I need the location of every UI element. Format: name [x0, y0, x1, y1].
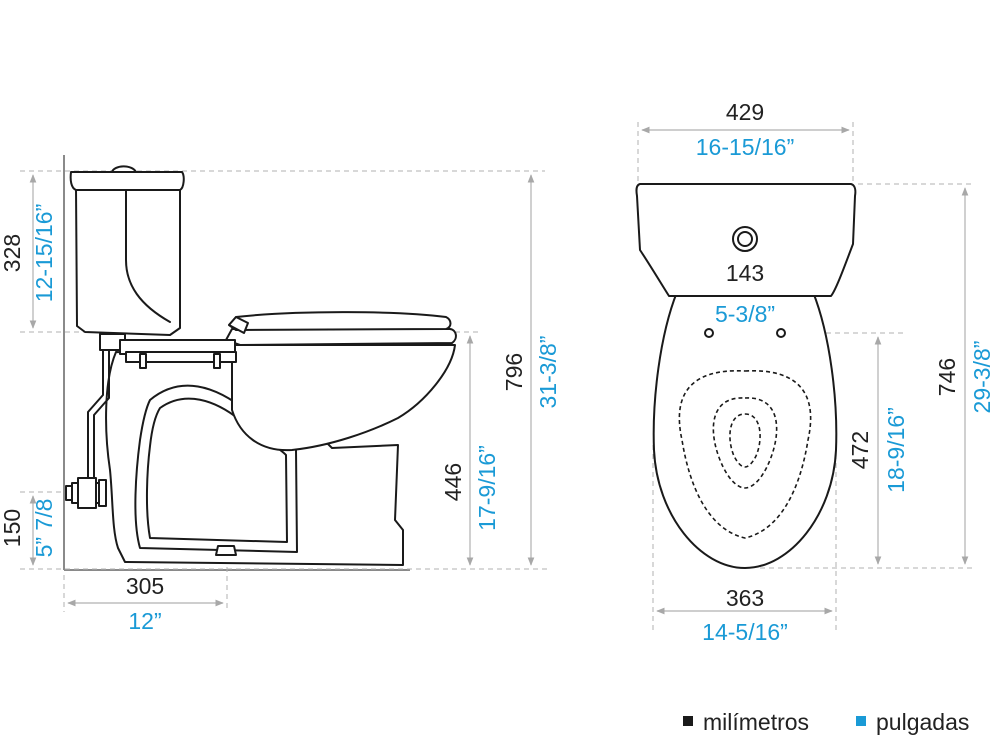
total-depth-inch: 29-3/8” [969, 341, 995, 414]
inch-legend-swatch [856, 716, 866, 726]
mm-legend-swatch [683, 716, 693, 726]
rough-in-mm: 305 [126, 573, 164, 599]
toilet-top-outline [635, 183, 857, 569]
supply-height-mm: 150 [0, 509, 25, 547]
supply-height-inch: 5” 7/8 [31, 499, 57, 558]
total-height-inch: 31-3/8” [535, 336, 561, 409]
top-view: 429 16-15/16” 143 5-3/8” 746 29-3/8” 472… [635, 99, 995, 645]
bowl-depth-mm: 472 [847, 431, 873, 469]
seat-height-inch: 17-9/16” [474, 445, 500, 531]
hinge-hole-right-icon [776, 328, 786, 338]
side-view: 328 12-15/16” 150 5” 7/8 796 31-3/8” 446… [0, 155, 561, 634]
seat-height-mm: 446 [440, 463, 466, 501]
legend: milímetros pulgadas [683, 709, 969, 735]
bowl-depth-inch: 18-9/16” [883, 407, 909, 493]
tank-height-mm: 328 [0, 234, 25, 272]
bowl-width-mm: 363 [726, 585, 764, 611]
total-depth-mm: 746 [934, 358, 960, 396]
tank-width-inch: 16-15/16” [696, 134, 794, 160]
mm-legend-label: milímetros [703, 709, 809, 735]
hinge-hole-left-icon [704, 328, 714, 338]
hinge-spacing-mm: 143 [726, 260, 764, 286]
tank-width-mm: 429 [726, 99, 764, 125]
rough-in-inch: 12” [128, 608, 161, 634]
hinge-spacing-inch: 5-3/8” [715, 301, 775, 327]
tank-height-inch: 12-15/16” [31, 204, 57, 302]
inch-legend-label: pulgadas [876, 709, 969, 735]
toilet-side-outline [65, 165, 457, 566]
flush-button-icon [732, 226, 758, 252]
total-height-mm: 796 [501, 353, 527, 391]
bowl-width-inch: 14-5/16” [702, 619, 788, 645]
